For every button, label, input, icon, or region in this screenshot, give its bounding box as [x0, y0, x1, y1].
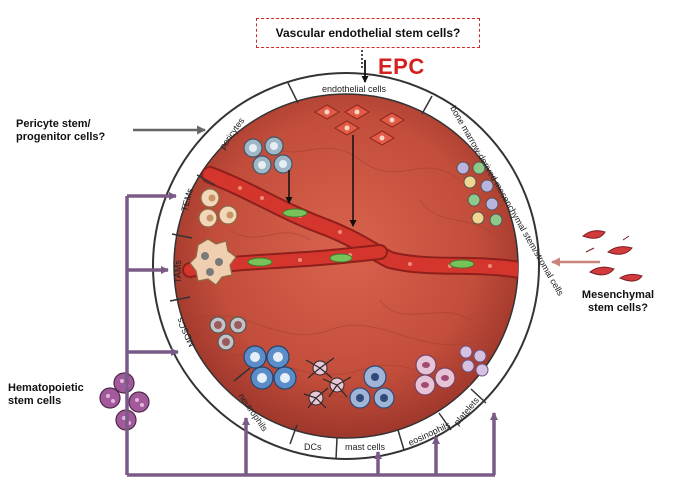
vessel-pericytes: [247, 208, 475, 269]
epc-label: EPC: [378, 54, 425, 79]
pericyte-cluster: [243, 136, 293, 175]
vascular-endothelial-stem-cells-box: Vascular endothelial stem cells?: [256, 18, 480, 48]
mesenchymal-label-line-2: stem cells?: [588, 302, 648, 314]
hsc-arrow-network: [125, 196, 495, 477]
hematopoietic-label-line-2: stem cells: [8, 395, 62, 407]
mesenchymal-stem-cells: [581, 230, 643, 282]
mdsc-cluster: [209, 316, 247, 351]
pericyte-stem-label: Pericyte stem/ progenitor cells?: [16, 118, 146, 144]
ring-label-mast-cells: mast cells: [345, 442, 386, 452]
neutrophil-cluster: [243, 345, 297, 390]
bm-msc-cluster: [456, 161, 503, 227]
mesenchymal-label-line-1: Mesenchymal: [581, 289, 655, 301]
dc-cluster: [303, 357, 352, 409]
ring-separators: [169, 82, 487, 460]
tem-cluster: [198, 188, 238, 228]
pericyte-stem-label-line-2: progenitor cells?: [16, 131, 106, 143]
eosinophil-cluster: [414, 354, 456, 396]
hematopoietic-label-line-1: Hematopoietic: [8, 382, 84, 394]
platelet-cluster: [459, 345, 489, 377]
ring-label-tams: TAMs: [173, 260, 183, 283]
mesenchymal-stem-label: Mesenchymal stem cells?: [568, 289, 668, 315]
tam-cluster: [189, 238, 237, 286]
mast-cell-cluster: [349, 365, 395, 409]
pericyte-stem-label-line-1: Pericyte stem/: [16, 118, 91, 130]
hematopoietic-stem-label: Hematopoietic stem cells: [8, 382, 118, 408]
ring-label-dcs: DCs: [304, 442, 322, 452]
endothelial-cells-group: [314, 104, 405, 146]
ring-label-endothelial: endothelial cells: [322, 84, 387, 94]
vascular-endothelial-stem-cells-label: Vascular endothelial stem cells?: [275, 26, 461, 40]
